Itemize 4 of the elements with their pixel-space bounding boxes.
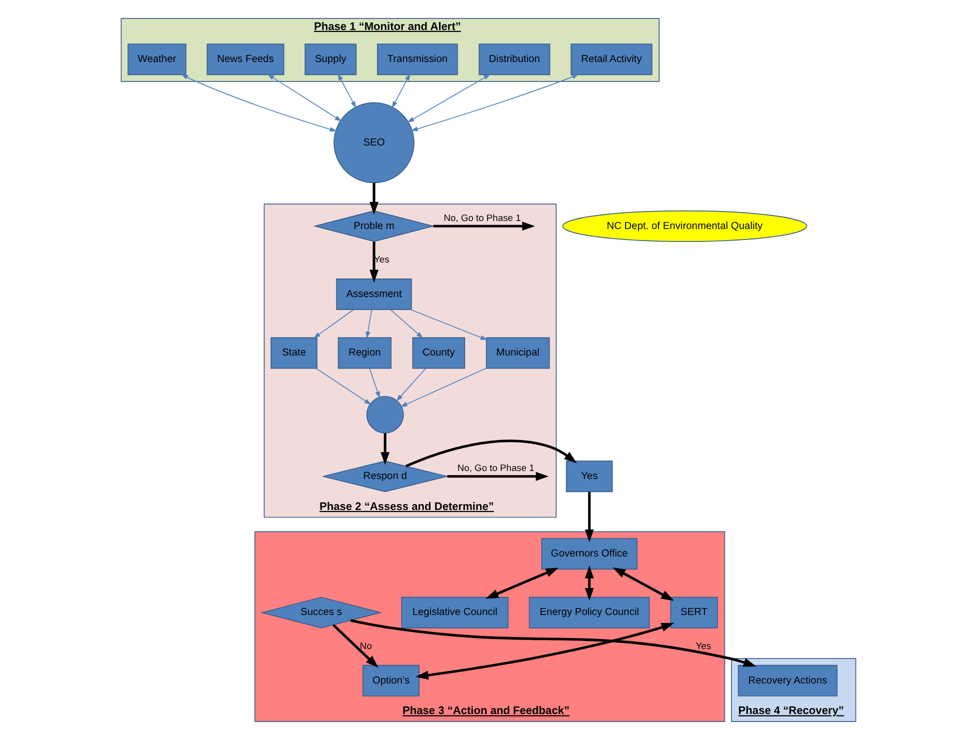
edge-label: No — [359, 641, 372, 652]
edge-label: Yes — [695, 641, 711, 652]
edge-label: No, Go to Phase 1 — [443, 212, 520, 223]
edge-label: No, Go to Phase 1 — [456, 463, 534, 474]
